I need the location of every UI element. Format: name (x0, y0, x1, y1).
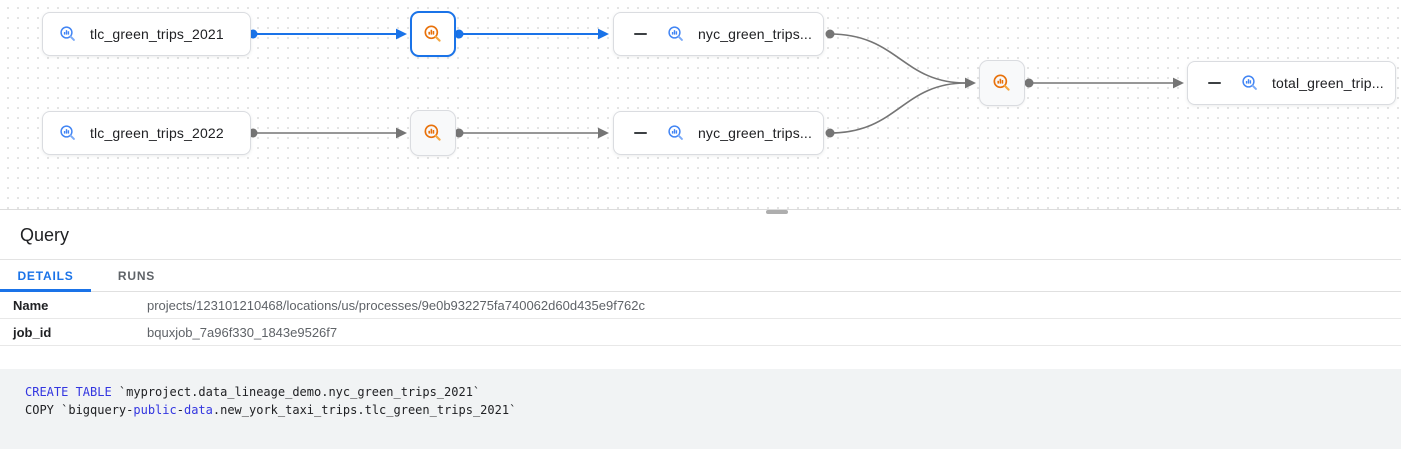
field-value: bquxjob_7a96f330_1843e9526f7 (147, 324, 338, 340)
node-label: total_green_trip... (1272, 75, 1384, 91)
sql-code-block: CREATE TABLE `myproject.data_lineage_dem… (0, 369, 1401, 449)
bigquery-table-icon (1241, 74, 1259, 92)
field-label: Name (13, 297, 49, 313)
query-details-panel: Query DETAILS RUNS Name projects/1231012… (0, 210, 1401, 449)
field-value: projects/123101210468/locations/us/proce… (147, 297, 646, 313)
process-node-query[interactable] (979, 60, 1025, 106)
detail-row-job-id: job_id bquxjob_7a96f330_1843e9526f7 (0, 319, 1401, 346)
bigquery-table-icon (59, 124, 77, 142)
bigquery-table-icon (59, 25, 77, 43)
node-label: tlc_green_trips_2021 (90, 26, 224, 42)
node-label: tlc_green_trips_2022 (90, 125, 224, 141)
field-label: job_id (13, 324, 52, 340)
node-nyc-green-trips-2022[interactable]: nyc_green_trips... (613, 111, 824, 155)
panel-title: Query (0, 210, 1401, 260)
node-label: nyc_green_trips... (698, 125, 812, 141)
process-node-query[interactable] (410, 110, 456, 156)
process-node-query-selected[interactable] (410, 11, 456, 57)
bigquery-table-icon (667, 25, 685, 43)
detail-row-name: Name projects/123101210468/locations/us/… (0, 292, 1401, 319)
node-total-green-trips[interactable]: total_green_trip... (1187, 61, 1396, 105)
node-tlc-green-trips-2021[interactable]: tlc_green_trips_2021 (42, 12, 251, 56)
collapse-minus-icon[interactable] (1208, 82, 1221, 84)
tab-bar: DETAILS RUNS (0, 260, 1401, 292)
lineage-graph-canvas[interactable]: tlc_green_trips_2021 tlc_green_trips_202… (0, 0, 1401, 210)
node-tlc-green-trips-2022[interactable]: tlc_green_trips_2022 (42, 111, 251, 155)
bigquery-table-icon (667, 124, 685, 142)
bigquery-process-icon (423, 24, 443, 44)
bigquery-process-icon (992, 73, 1012, 93)
panel-resize-handle[interactable] (766, 210, 788, 214)
collapse-minus-icon[interactable] (634, 33, 647, 35)
node-nyc-green-trips-2021[interactable]: nyc_green_trips... (613, 12, 824, 56)
node-label: nyc_green_trips... (698, 26, 812, 42)
tab-details[interactable]: DETAILS (0, 260, 91, 292)
tab-runs[interactable]: RUNS (117, 268, 156, 283)
collapse-minus-icon[interactable] (634, 132, 647, 134)
bigquery-process-icon (423, 123, 443, 143)
